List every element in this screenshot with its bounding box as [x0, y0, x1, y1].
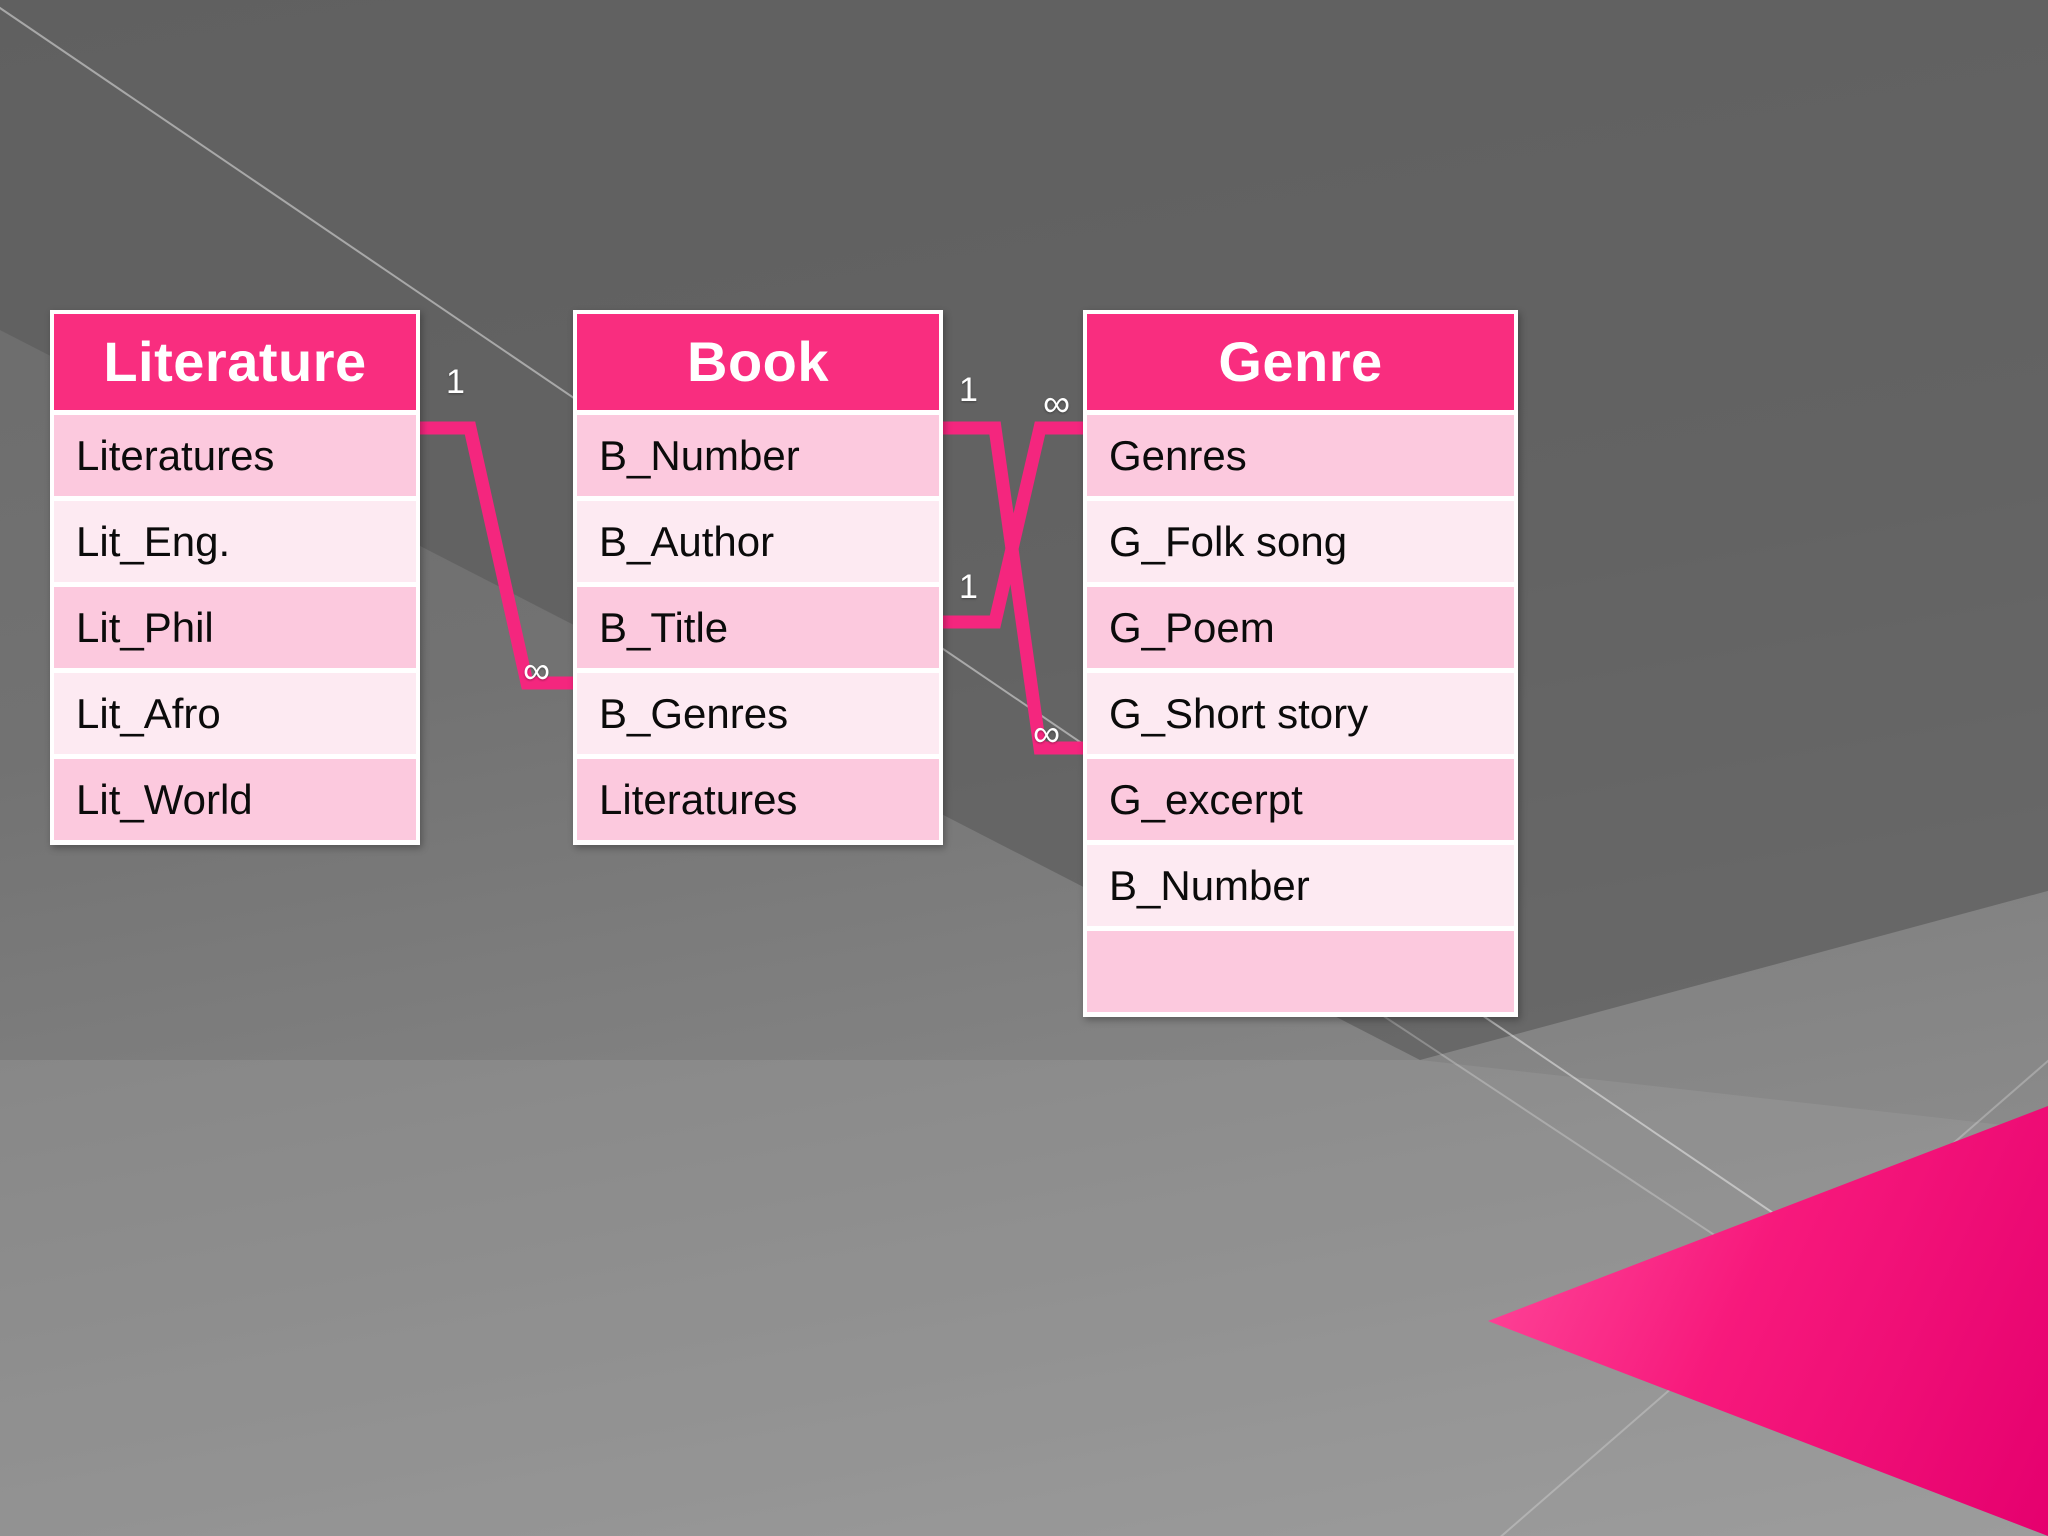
field-row[interactable]: Lit_Phil: [54, 587, 416, 668]
cardinality-book-many: ∞: [523, 650, 551, 692]
field-row[interactable]: B_Number: [1087, 845, 1514, 926]
field-row[interactable]: G_Folk song: [1087, 501, 1514, 582]
cardinality-literature-one: 1: [446, 363, 465, 401]
cardinality-genre-many-bottom: ∞: [1033, 713, 1061, 755]
entity-fields-book: B_Number B_Author B_Title B_Genres Liter…: [577, 415, 939, 840]
entity-fields-literature: Literatures Lit_Eng. Lit_Phil Lit_Afro L…: [54, 415, 416, 840]
field-row[interactable]: Genres: [1087, 415, 1514, 496]
field-row[interactable]: Lit_Eng.: [54, 501, 416, 582]
field-row[interactable]: Lit_Afro: [54, 673, 416, 754]
cardinality-book-one-bottom: 1: [959, 568, 978, 606]
field-row[interactable]: B_Author: [577, 501, 939, 582]
field-row[interactable]: B_Number: [577, 415, 939, 496]
field-row[interactable]: G_excerpt: [1087, 759, 1514, 840]
field-row[interactable]: B_Title: [577, 587, 939, 668]
cardinality-genre-many-top: ∞: [1043, 383, 1071, 425]
field-row-empty[interactable]: [1087, 931, 1514, 1012]
entity-title-genre: Genre: [1087, 314, 1514, 410]
field-row[interactable]: G_Short story: [1087, 673, 1514, 754]
entity-fields-genre: Genres G_Folk song G_Poem G_Short story …: [1087, 415, 1514, 1012]
field-row[interactable]: Literatures: [54, 415, 416, 496]
entity-title-literature: Literature: [54, 314, 416, 410]
field-row[interactable]: Literatures: [577, 759, 939, 840]
cardinality-book-one-top: 1: [959, 371, 978, 409]
entity-title-book: Book: [577, 314, 939, 410]
entity-table-literature[interactable]: Literature Literatures Lit_Eng. Lit_Phil…: [50, 310, 420, 845]
field-row[interactable]: B_Genres: [577, 673, 939, 754]
entity-table-genre[interactable]: Genre Genres G_Folk song G_Poem G_Short …: [1083, 310, 1518, 1017]
field-row[interactable]: Lit_World: [54, 759, 416, 840]
field-row[interactable]: G_Poem: [1087, 587, 1514, 668]
entity-table-book[interactable]: Book B_Number B_Author B_Title B_Genres …: [573, 310, 943, 845]
